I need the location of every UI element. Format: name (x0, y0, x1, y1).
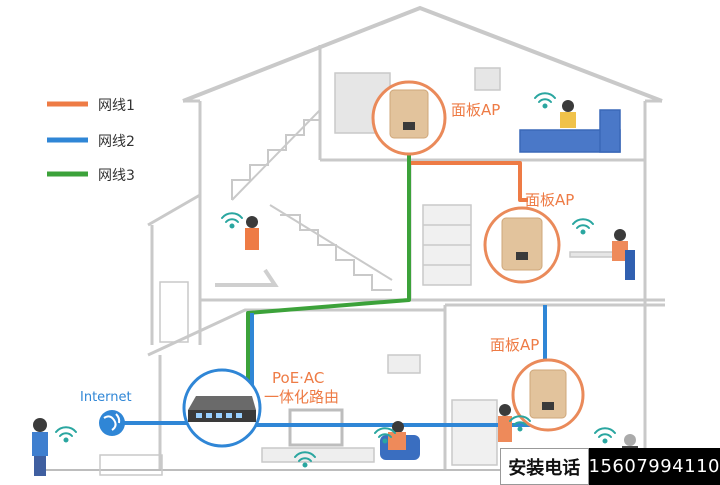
people (32, 100, 638, 476)
poe-label-line1: PoE·AC (272, 369, 324, 387)
contact-label: 安装电话 (500, 448, 589, 485)
house-structure (40, 5, 720, 471)
ap-middle-label: 面板AP (525, 191, 574, 209)
staircase (231, 109, 393, 291)
wifi-icon (374, 427, 396, 444)
wifi-icon (55, 426, 77, 443)
wifi-icon (294, 451, 316, 468)
wifi-icons (55, 92, 616, 468)
ap-bottom-label: 面板AP (490, 336, 539, 354)
legend-label-3: 网线3 (98, 168, 135, 184)
cable-green (246, 155, 411, 390)
ap-bottom: 面板AP (490, 336, 585, 432)
ap-top-label: 面板AP (451, 101, 500, 119)
wifi-icon (221, 212, 243, 229)
internet-node: Internet (80, 390, 132, 436)
poe-label-line2: 一体化路由 (264, 388, 339, 406)
ap-middle: 面板AP (483, 191, 574, 284)
ap-top: 面板AP (371, 80, 500, 156)
internet-label: Internet (80, 390, 132, 405)
contact-number: 15607994110 (588, 448, 720, 485)
legend-label-1: 网线1 (98, 98, 135, 114)
cables (120, 155, 547, 427)
cable-orange (407, 160, 528, 202)
poe-router: PoE·AC 一体化路由 (182, 368, 339, 448)
legend-label-2: 网线2 (98, 134, 135, 150)
globe-icon (99, 410, 125, 436)
furniture (99, 67, 621, 476)
contact-banner: 安装电话 15607994110 (500, 448, 720, 485)
legend: 网线1 网线2 网线3 (47, 98, 135, 184)
wifi-icon (534, 92, 556, 109)
wifi-icon (594, 427, 616, 444)
wifi-icon (509, 415, 531, 432)
wifi-icon (572, 218, 594, 235)
